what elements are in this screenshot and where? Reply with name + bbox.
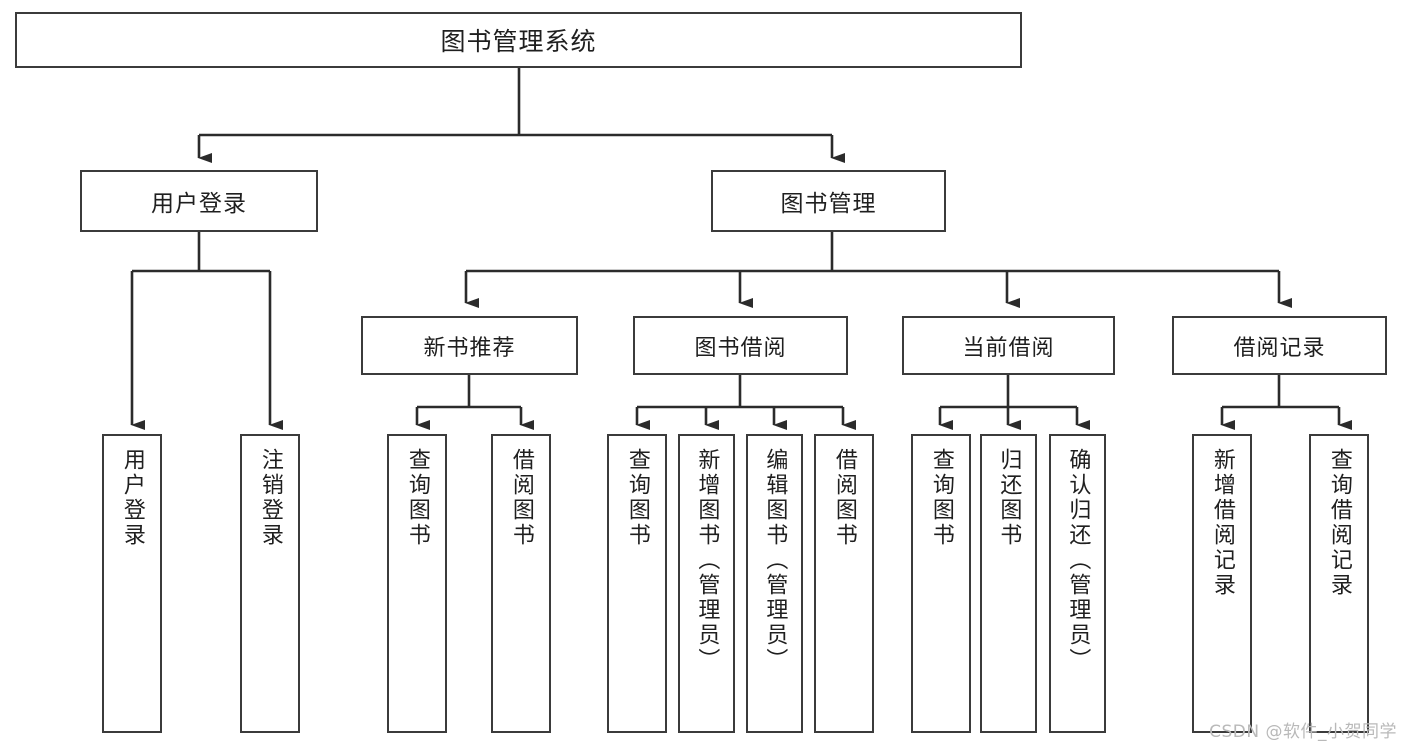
leaf-borrow-record-0[interactable]: 新增借阅记录 — [1192, 434, 1252, 733]
leaf-label: 查询图书 — [928, 448, 954, 548]
leaf-new-book-1[interactable]: 借阅图书 — [491, 434, 551, 733]
leaf-book-borrow-2[interactable]: 编辑图书（管理员） — [746, 434, 803, 733]
node-book-borrow[interactable]: 图书借阅 — [633, 316, 848, 375]
leaf-label: 新增借阅记录 — [1209, 448, 1235, 598]
leaf-label: 确认归还（管理员） — [1065, 448, 1091, 673]
leaf-book-borrow-0[interactable]: 查询图书 — [607, 434, 667, 733]
leaf-borrow-record-1[interactable]: 查询借阅记录 — [1309, 434, 1369, 733]
watermark: CSDN @软件_小贺同学 — [1209, 722, 1397, 742]
node-label: 图书管理系统 — [440, 27, 597, 56]
node-label: 新书推荐 — [423, 335, 516, 361]
leaf-book-borrow-3[interactable]: 借阅图书 — [814, 434, 874, 733]
node-user-login[interactable]: 用户登录 — [80, 170, 318, 232]
node-book-management[interactable]: 图书管理 — [711, 170, 946, 232]
node-borrow-record[interactable]: 借阅记录 — [1172, 316, 1387, 375]
leaf-new-book-0[interactable]: 查询图书 — [387, 434, 447, 733]
node-label: 当前借阅 — [962, 335, 1055, 361]
leaf-current-borrow-0[interactable]: 查询图书 — [911, 434, 971, 733]
leaf-label: 注销登录 — [257, 448, 283, 548]
leaf-user-login-0[interactable]: 用户登录 — [102, 434, 162, 733]
leaf-book-borrow-1[interactable]: 新增图书（管理员） — [678, 434, 735, 733]
leaf-label: 借阅图书 — [508, 448, 534, 548]
leaf-current-borrow-1[interactable]: 归还图书 — [980, 434, 1037, 733]
leaf-current-borrow-2[interactable]: 确认归还（管理员） — [1049, 434, 1106, 733]
node-label: 图书管理 — [780, 191, 877, 217]
leaf-label: 用户登录 — [119, 448, 145, 548]
leaf-label: 编辑图书（管理员） — [762, 448, 788, 673]
leaf-label: 查询图书 — [404, 448, 430, 548]
leaf-label: 查询图书 — [624, 448, 650, 548]
node-new-book-recommend[interactable]: 新书推荐 — [361, 316, 578, 375]
leaf-label: 归还图书 — [996, 448, 1022, 548]
node-label: 用户登录 — [151, 191, 247, 217]
node-current-borrow[interactable]: 当前借阅 — [902, 316, 1115, 375]
leaf-label: 查询借阅记录 — [1326, 448, 1352, 598]
node-label: 图书借阅 — [694, 335, 787, 361]
node-label: 借阅记录 — [1233, 335, 1326, 361]
leaf-user-login-1[interactable]: 注销登录 — [240, 434, 300, 733]
node-root-book-management-system[interactable]: 图书管理系统 — [15, 12, 1022, 68]
leaf-label: 借阅图书 — [831, 448, 857, 548]
leaf-label: 新增图书（管理员） — [694, 448, 720, 673]
